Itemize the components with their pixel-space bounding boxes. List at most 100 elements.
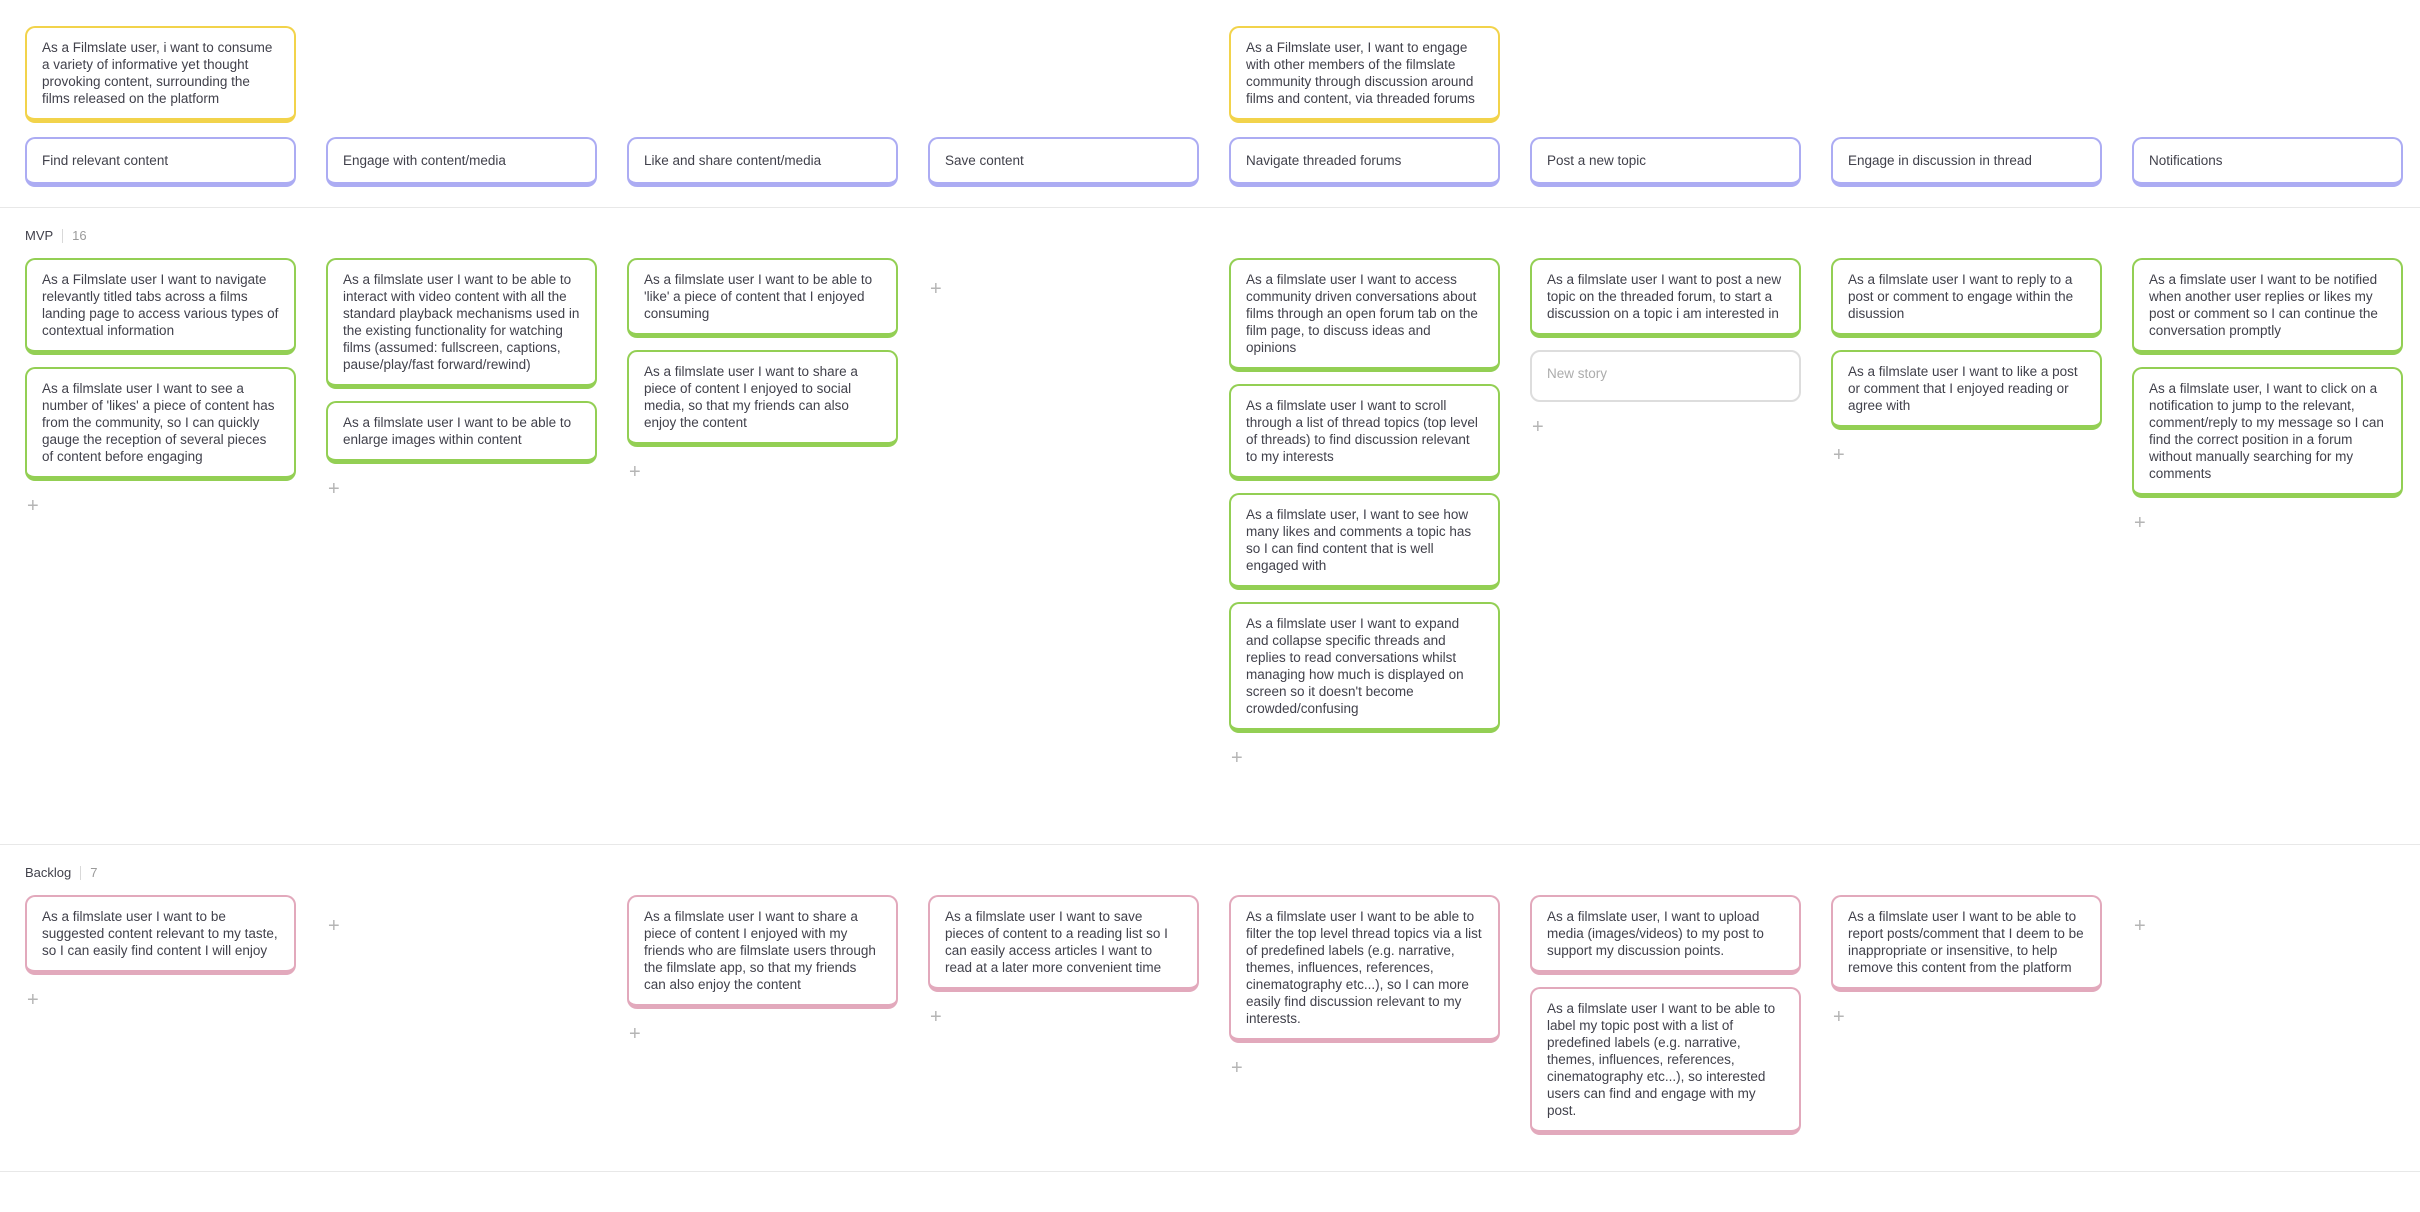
add-story-button[interactable]: + [930, 1006, 942, 1028]
story-column: As a filmslate user, I want to upload me… [1530, 895, 1801, 1171]
add-story-button[interactable]: + [27, 989, 39, 1011]
story-card[interactable]: As a filmslate user I want to share a pi… [627, 350, 898, 447]
story-card[interactable]: As a filmslate user I want to be able to… [326, 258, 597, 389]
step-card-label: Notifications [2149, 153, 2223, 168]
epic-card-text: As a Filmslate user, I want to engage wi… [1246, 40, 1475, 106]
section-title: MVP [25, 228, 54, 243]
story-card[interactable]: As a Filmslate user I want to navigate r… [25, 258, 296, 355]
story-card-text: As a filmslate user I want to be able to… [343, 272, 580, 372]
section-divider [0, 207, 2420, 208]
add-story-button[interactable]: + [328, 915, 340, 937]
step-card[interactable]: Like and share content/media [627, 137, 898, 187]
story-map-board: As a Filmslate user, i want to consume a… [0, 0, 2420, 1172]
step-card[interactable]: Save content [928, 137, 1199, 187]
section-title: Backlog [25, 865, 72, 880]
story-card[interactable]: As a filmslate user I want to access com… [1229, 258, 1500, 372]
story-card-text: As a filmslate user I want to be suggest… [42, 909, 278, 958]
story-column: + [928, 258, 1199, 844]
story-card-text: As a filmslate user I want to be able to… [1246, 909, 1482, 1026]
step-card[interactable]: Find relevant content [25, 137, 296, 187]
story-card[interactable]: As a filmslate user I want to be able to… [1530, 987, 1801, 1135]
epic-card[interactable]: As a Filmslate user, I want to engage wi… [1229, 26, 1500, 123]
story-card-text: As a filmslate user I want to be able to… [1848, 909, 2084, 975]
story-column: As a fimslate user I want to be notified… [2132, 258, 2403, 844]
story-card[interactable]: As a filmslate user I want to be able to… [326, 401, 597, 464]
story-column: As a filmslate user I want to post a new… [1530, 258, 1801, 844]
story-card[interactable]: As a filmslate user, I want to see how m… [1229, 493, 1500, 590]
story-column: As a filmslate user I want to share a pi… [627, 895, 898, 1171]
story-card[interactable]: As a filmslate user I want to share a pi… [627, 895, 898, 1009]
section-cards-grid: As a Filmslate user I want to navigate r… [0, 258, 2420, 844]
story-column: As a filmslate user I want to be able to… [1229, 895, 1500, 1171]
story-card-text: As a fimslate user I want to be notified… [2149, 272, 2378, 338]
story-card-text: As a Filmslate user I want to navigate r… [42, 272, 279, 338]
step-card-label: Engage in discussion in thread [1848, 153, 2032, 168]
story-column: As a filmslate user I want to save piece… [928, 895, 1199, 1171]
step-card-label: Post a new topic [1547, 153, 1647, 168]
story-card[interactable]: As a filmslate user I want to see a numb… [25, 367, 296, 481]
step-row: Find relevant content Engage with content… [0, 137, 2420, 187]
add-story-button[interactable]: + [2134, 512, 2146, 534]
story-card[interactable]: As a filmslate user I want to be able to… [1229, 895, 1500, 1043]
story-card-text: As a filmslate user I want to save piece… [945, 909, 1168, 975]
add-story-button[interactable]: + [2134, 915, 2146, 937]
add-story-button[interactable]: + [1833, 444, 1845, 466]
story-card-text: As a filmslate user, I want to upload me… [1547, 909, 1764, 958]
story-column: + [326, 895, 597, 1171]
step-card-label: Like and share content/media [644, 153, 822, 168]
step-card-label: Find relevant content [42, 153, 169, 168]
story-card-text: As a filmslate user I want to post a new… [1547, 272, 1782, 321]
story-column: As a filmslate user I want to reply to a… [1831, 258, 2102, 844]
story-column: As a filmslate user I want to be suggest… [25, 895, 296, 1171]
story-card[interactable]: As a filmslate user, I want to upload me… [1530, 895, 1801, 975]
add-story-button[interactable]: + [1833, 1006, 1845, 1028]
story-card[interactable]: As a filmslate user I want to scroll thr… [1229, 384, 1500, 481]
section-count: 16 [72, 228, 87, 243]
add-story-button[interactable]: + [1532, 416, 1544, 438]
step-card[interactable]: Notifications [2132, 137, 2403, 187]
story-column: As a Filmslate user I want to navigate r… [25, 258, 296, 844]
add-story-button[interactable]: + [930, 278, 942, 300]
story-card[interactable]: As a filmslate user I want to expand and… [1229, 602, 1500, 733]
step-card-label: Navigate threaded forums [1246, 153, 1402, 168]
story-card[interactable]: As a fimslate user I want to be notified… [2132, 258, 2403, 355]
step-card[interactable]: Post a new topic [1530, 137, 1801, 187]
step-card-label: Save content [945, 153, 1024, 168]
story-card-text: As a filmslate user I want to expand and… [1246, 616, 1464, 716]
story-card[interactable]: As a filmslate user I want to reply to a… [1831, 258, 2102, 338]
story-column: As a filmslate user I want to be able to… [1831, 895, 2102, 1171]
story-card-text: As a filmslate user I want to access com… [1246, 272, 1478, 355]
new-story-input[interactable]: New story [1530, 350, 1801, 402]
story-card[interactable]: As a filmslate user I want to like a pos… [1831, 350, 2102, 430]
add-story-button[interactable]: + [1231, 747, 1243, 769]
story-card-text: As a filmslate user I want to be able to… [343, 415, 572, 447]
story-card[interactable]: As a filmslate user I want to be able to… [1831, 895, 2102, 992]
section-separator [62, 228, 64, 243]
section-cards-grid: As a filmslate user I want to be suggest… [0, 895, 2420, 1171]
step-card[interactable]: Engage in discussion in thread [1831, 137, 2102, 187]
story-card[interactable]: As a filmslate user I want to be able to… [627, 258, 898, 338]
add-story-button[interactable]: + [328, 478, 340, 500]
section-divider [0, 844, 2420, 845]
step-card[interactable]: Navigate threaded forums [1229, 137, 1500, 187]
story-card[interactable]: As a filmslate user I want to save piece… [928, 895, 1199, 992]
story-card-text: As a filmslate user I want to be able to… [1547, 1001, 1776, 1118]
step-card[interactable]: Engage with content/media [326, 137, 597, 187]
add-story-button[interactable]: + [629, 1023, 641, 1045]
story-card[interactable]: As a filmslate user, I want to click on … [2132, 367, 2403, 498]
epic-row: As a Filmslate user, i want to consume a… [0, 0, 2420, 123]
story-card-text: As a filmslate user I want to like a pos… [1848, 364, 2078, 413]
story-column: As a filmslate user I want to be able to… [326, 258, 597, 844]
story-column: As a filmslate user I want to access com… [1229, 258, 1500, 844]
epic-card[interactable]: As a Filmslate user, i want to consume a… [25, 26, 296, 123]
story-card-text: As a filmslate user I want to reply to a… [1848, 272, 2074, 321]
story-card[interactable]: As a filmslate user I want to post a new… [1530, 258, 1801, 338]
story-card-text: As a filmslate user, I want to see how m… [1246, 507, 1472, 573]
new-story-placeholder: New story [1547, 366, 1608, 381]
story-card[interactable]: As a filmslate user I want to be suggest… [25, 895, 296, 975]
add-story-button[interactable]: + [27, 495, 39, 517]
add-story-button[interactable]: + [629, 461, 641, 483]
section-separator [80, 865, 82, 880]
add-story-button[interactable]: + [1231, 1057, 1243, 1079]
